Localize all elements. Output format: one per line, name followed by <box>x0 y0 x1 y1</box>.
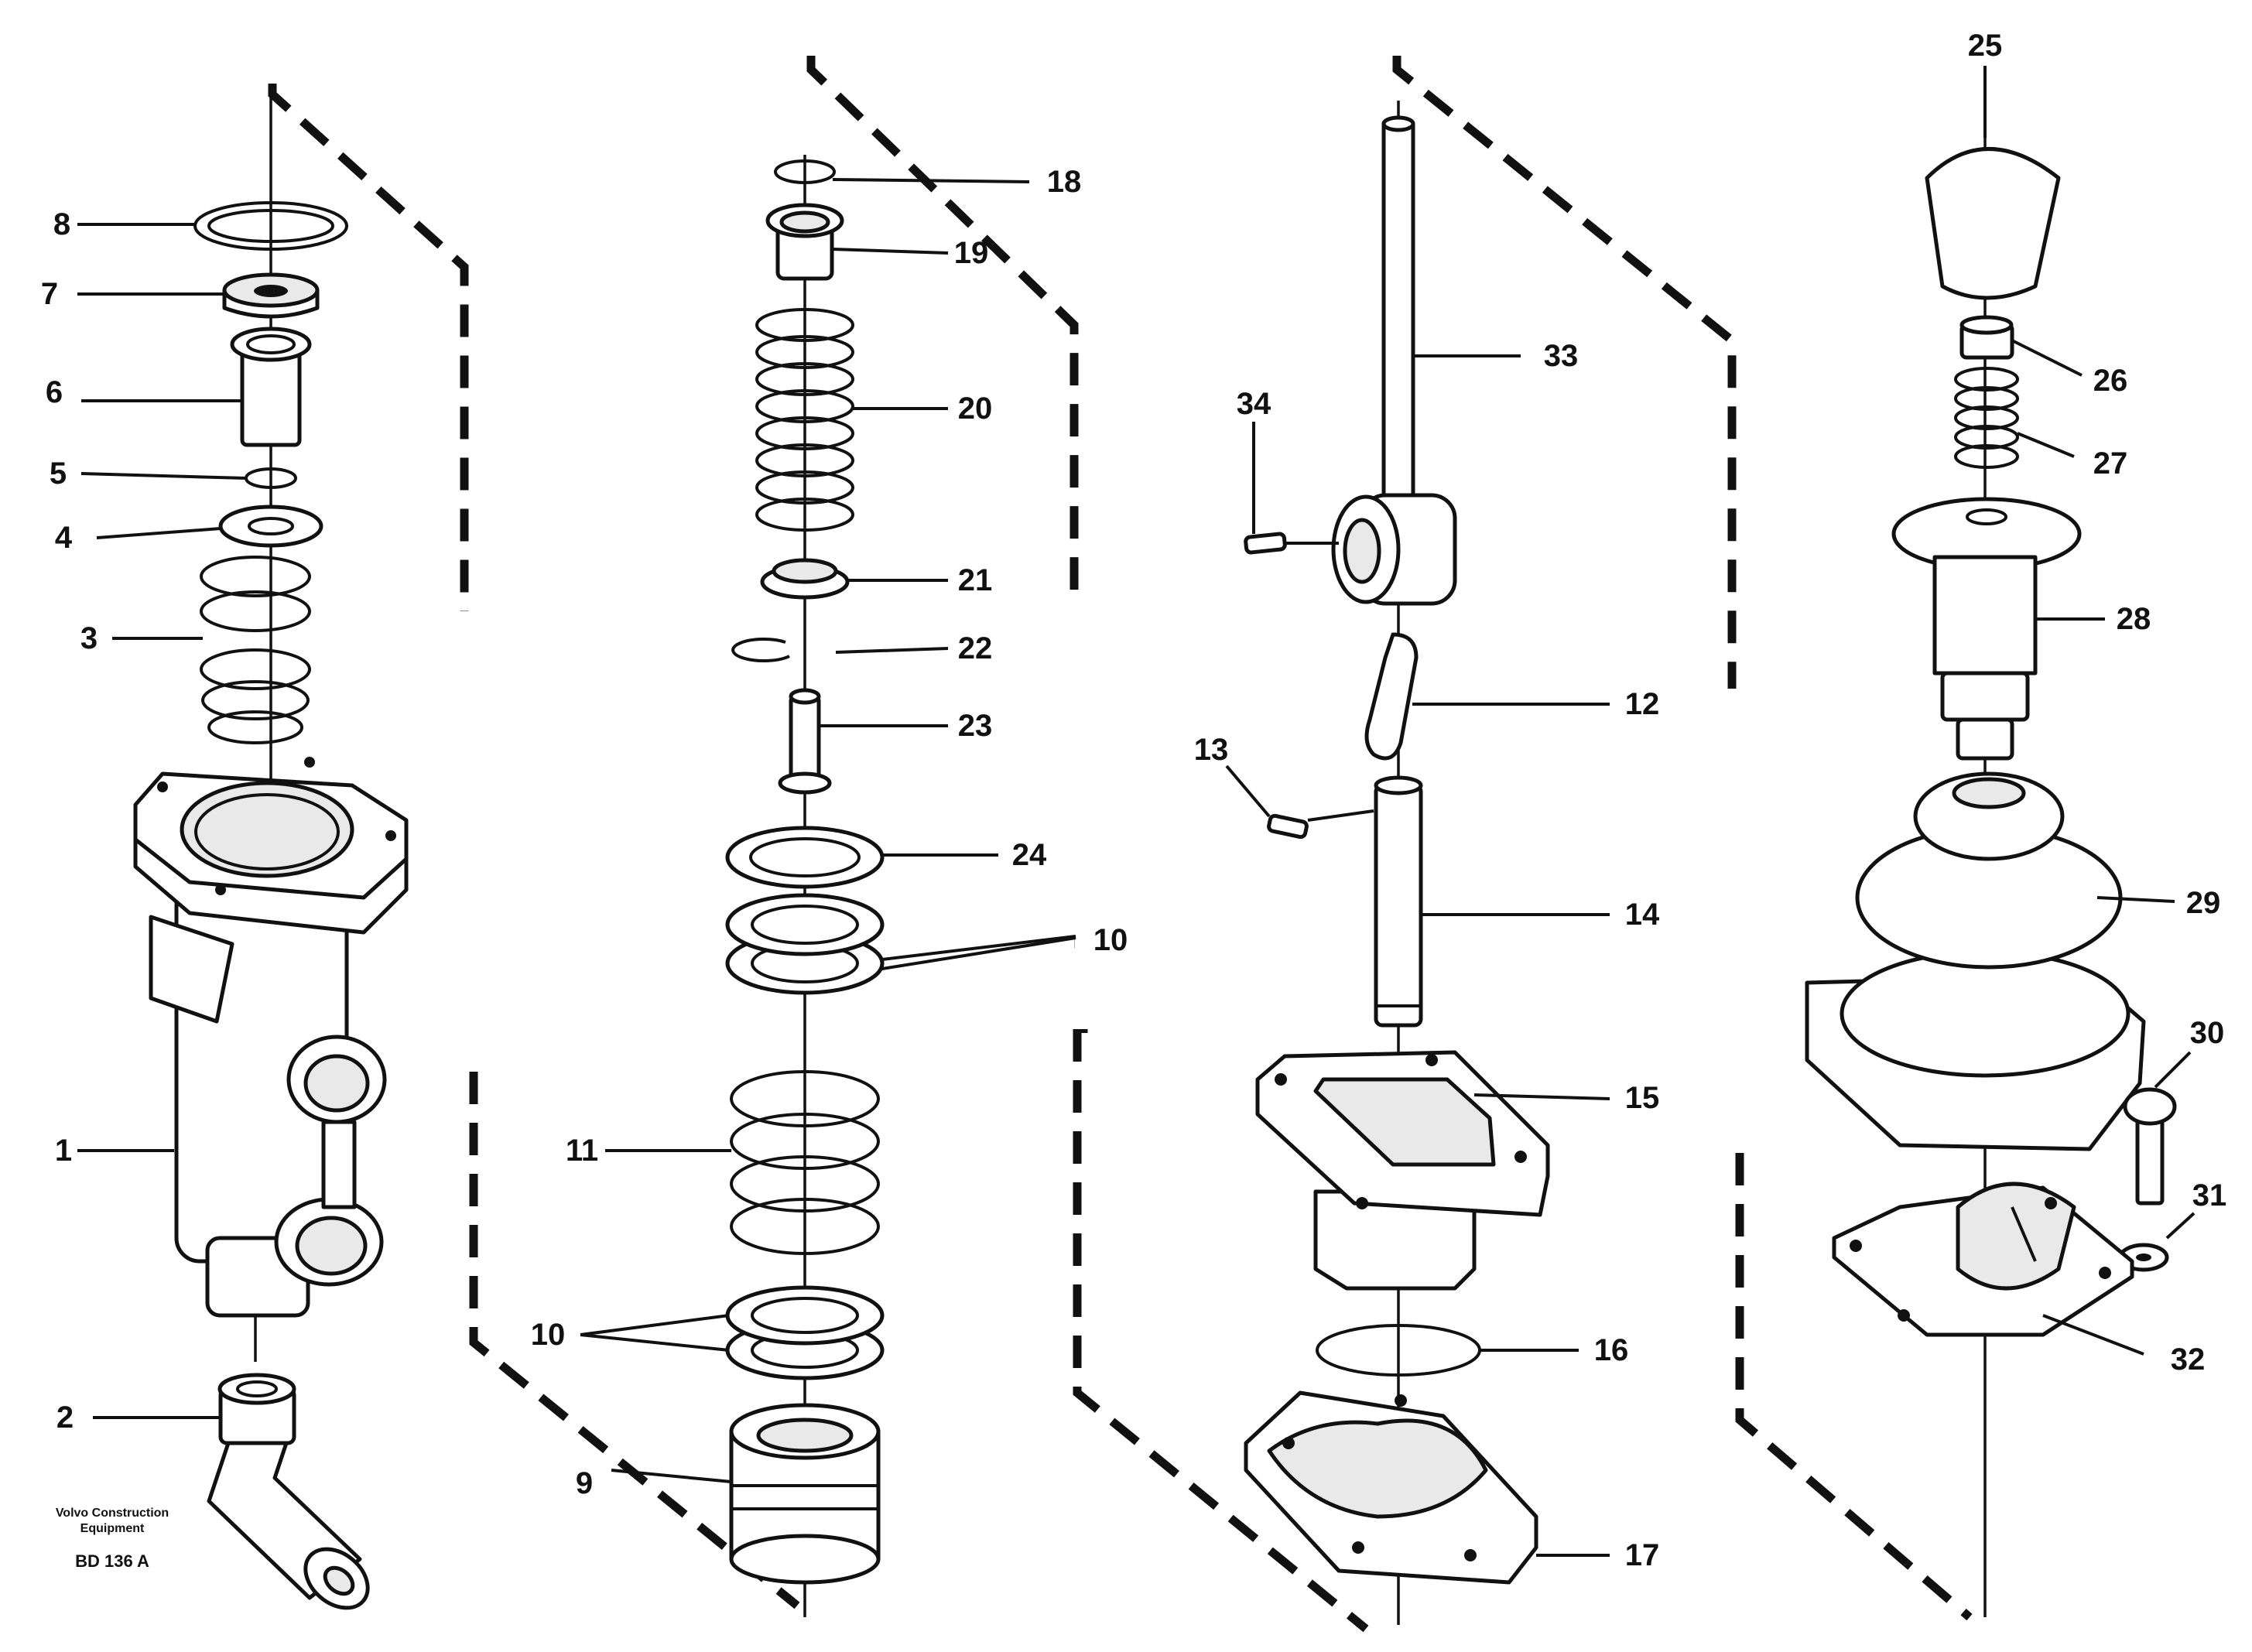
column-1-valve <box>133 84 409 1610</box>
boot-29 <box>1805 771 2146 1151</box>
callout-6: 6 <box>46 375 63 409</box>
washer-4 <box>218 504 323 548</box>
callout-10-upper: 10 <box>1093 923 1128 957</box>
spring-20 <box>755 308 854 532</box>
spring-3 <box>200 556 311 744</box>
callout-26: 26 <box>2093 364 2128 398</box>
spring-11 <box>730 1070 880 1255</box>
callout-34: 34 <box>1237 387 1271 421</box>
link-plate-12 <box>1364 632 1419 761</box>
callout-25: 25 <box>1968 29 2003 63</box>
callout-10-lower: 10 <box>531 1318 566 1352</box>
callout-33: 33 <box>1544 339 1579 373</box>
callout-30: 30 <box>2190 1016 2225 1050</box>
column-3-lever <box>1244 101 1550 1625</box>
callout-29: 29 <box>2186 886 2221 920</box>
callout-1: 1 <box>55 1134 72 1168</box>
callout-21: 21 <box>958 563 993 597</box>
stem-28 <box>1891 497 2082 761</box>
washers-10-upper <box>725 893 885 995</box>
nut-7 <box>222 272 320 319</box>
pin-23 <box>778 688 832 795</box>
gate-plate-32 <box>1832 1182 2134 1337</box>
callout-7: 7 <box>41 277 58 311</box>
callout-4: 4 <box>55 521 73 555</box>
bolt-30 <box>2123 1087 2177 1206</box>
callout-23: 23 <box>958 709 993 743</box>
callout-18: 18 <box>1047 165 1082 199</box>
callout-20: 20 <box>958 392 993 426</box>
brand-line-2: Equipment <box>80 1522 145 1535</box>
callout-8: 8 <box>53 207 70 241</box>
callout-12: 12 <box>1625 687 1660 721</box>
sleeve-6 <box>230 327 312 447</box>
ring-18 <box>774 159 836 184</box>
pin-34 <box>1244 532 1339 555</box>
column-2-spring-stack <box>725 155 885 1617</box>
washer-24 <box>725 826 885 889</box>
bushing-26 <box>1959 315 2014 360</box>
callout-17: 17 <box>1625 1538 1660 1572</box>
footer: Volvo Construction Equipment BD 136 A <box>56 1507 169 1571</box>
callout-9: 9 <box>576 1466 593 1500</box>
callout-19: 19 <box>954 236 989 270</box>
seat-21 <box>760 558 850 600</box>
base-plate-17 <box>1244 1390 1538 1585</box>
callout-16: 16 <box>1594 1333 1629 1367</box>
elbow-fitting-2 <box>207 1373 370 1610</box>
column-4-knob-boot <box>1805 101 2177 1617</box>
pin-13 <box>1267 809 1374 840</box>
circlip-22 <box>731 638 790 663</box>
callout-15: 15 <box>1625 1081 1660 1115</box>
callout-24: 24 <box>1012 838 1047 872</box>
drawing-code: BD 136 A <box>75 1551 149 1571</box>
callout-3: 3 <box>80 621 98 655</box>
callouts: 1 2 3 4 5 6 7 8 9 10 10 11 12 13 14 15 1… <box>41 29 2226 1572</box>
cap-19 <box>765 203 844 281</box>
callout-22: 22 <box>958 631 993 665</box>
callout-5: 5 <box>50 457 67 491</box>
housing-15 <box>1255 1050 1550 1291</box>
callout-28: 28 <box>2117 602 2151 636</box>
knob-25 <box>1925 147 2061 300</box>
frame-lines <box>268 56 1973 1633</box>
lever-33 <box>1331 115 1457 606</box>
callout-11: 11 <box>566 1134 598 1168</box>
washers-10-lower <box>725 1285 885 1380</box>
brand-line-1: Volvo Construction <box>56 1507 169 1520</box>
shaft-14 <box>1374 775 1423 1028</box>
valve-body-1 <box>133 757 409 1318</box>
callout-32: 32 <box>2171 1342 2206 1377</box>
spring-27 <box>1954 367 2019 469</box>
callout-31: 31 <box>2192 1178 2227 1212</box>
piston-9 <box>729 1403 881 1585</box>
callout-27: 27 <box>2093 446 2128 481</box>
leader-lines <box>77 66 2196 1557</box>
callout-13: 13 <box>1194 733 1229 767</box>
callout-2: 2 <box>56 1401 74 1435</box>
callout-14: 14 <box>1625 898 1660 932</box>
